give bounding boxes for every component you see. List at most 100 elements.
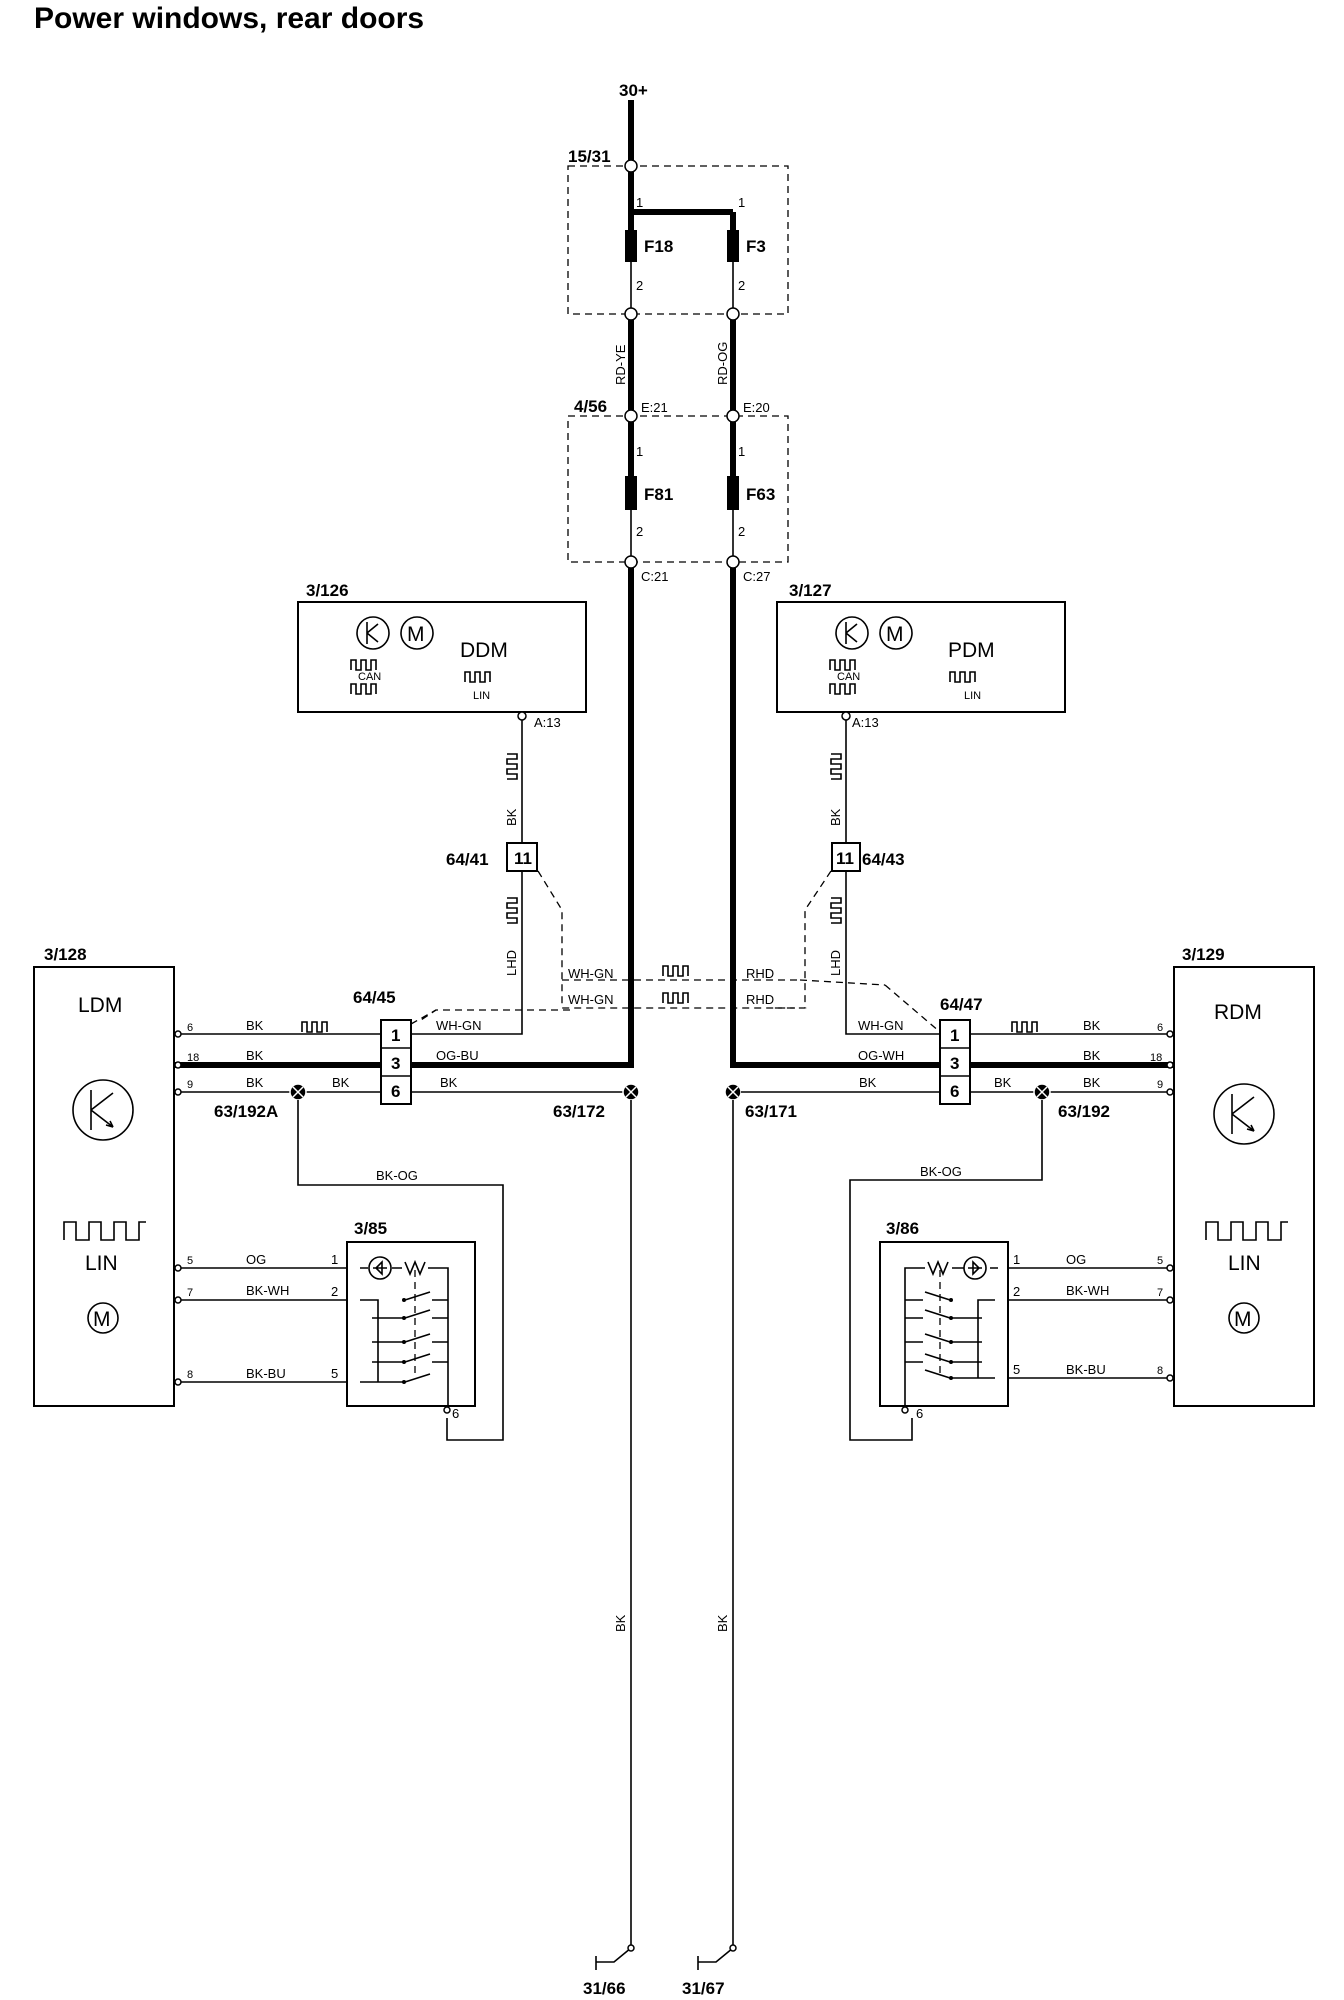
svg-text:OG-BU: OG-BU xyxy=(436,1048,479,1063)
svg-text:3: 3 xyxy=(950,1054,959,1073)
svg-text:BK: BK xyxy=(246,1018,264,1033)
svg-text:BK: BK xyxy=(613,1614,628,1632)
supply-label: 30+ xyxy=(619,81,648,100)
svg-text:63/192A: 63/192A xyxy=(214,1102,278,1121)
svg-text:1: 1 xyxy=(950,1026,959,1045)
svg-text:63/171: 63/171 xyxy=(745,1102,797,1121)
svg-text:1: 1 xyxy=(331,1252,338,1267)
ddm-name: DDM xyxy=(460,639,508,662)
fuse-box-4-56-label: 4/56 xyxy=(574,397,607,416)
svg-text:5: 5 xyxy=(331,1366,338,1381)
svg-text:2: 2 xyxy=(331,1284,338,1299)
svg-text:18: 18 xyxy=(1150,1052,1162,1064)
svg-text:CAN: CAN xyxy=(837,671,860,683)
motor-icon: M xyxy=(886,623,904,646)
svg-text:6: 6 xyxy=(187,1022,193,1034)
ground-63-192: 63/192 BK-OG xyxy=(849,1083,1110,1441)
svg-text:BK-OG: BK-OG xyxy=(920,1164,962,1179)
svg-text:64/43: 64/43 xyxy=(862,850,905,869)
transistor-icon xyxy=(1231,1094,1255,1134)
fuse-f18-label: F18 xyxy=(644,237,673,256)
rdm-id: 3/129 xyxy=(1182,945,1225,964)
svg-text:RD-OG: RD-OG xyxy=(715,342,730,385)
connector-64-47: 64/47 1 3 6 WH-GN OG-WH xyxy=(845,995,983,1105)
ground-63-171: 63/171 BK BK 31/67 xyxy=(682,1075,943,1998)
svg-text:BK: BK xyxy=(859,1075,877,1090)
switch-3-85-id: 3/85 xyxy=(354,1219,387,1238)
svg-text:8: 8 xyxy=(1157,1365,1163,1377)
svg-text:2: 2 xyxy=(636,278,643,293)
svg-text:OG: OG xyxy=(246,1252,266,1267)
svg-text:6: 6 xyxy=(452,1406,459,1421)
svg-text:BK-WH: BK-WH xyxy=(1066,1283,1109,1298)
svg-text:BK: BK xyxy=(246,1048,264,1063)
svg-text:BK: BK xyxy=(1083,1018,1101,1033)
svg-text:LIN: LIN xyxy=(85,1252,118,1275)
svg-text:6: 6 xyxy=(950,1082,959,1101)
feed-wire-right xyxy=(730,568,948,1068)
svg-text:BK-BU: BK-BU xyxy=(1066,1362,1106,1377)
connector-64-43: 11 64/43 LHD xyxy=(417,842,941,1033)
rdm-module: 3/129 RDM LIN M 6 18 9 5 7 8 BK BK BK BK xyxy=(970,945,1315,1407)
svg-text:11: 11 xyxy=(836,849,854,868)
svg-text:31/66: 31/66 xyxy=(583,1979,626,1998)
fuse-box-4-56 xyxy=(567,415,789,563)
svg-text:31/67: 31/67 xyxy=(682,1979,725,1998)
svg-text:7: 7 xyxy=(187,1287,193,1299)
svg-text:2: 2 xyxy=(738,524,745,539)
svg-text:BK: BK xyxy=(828,808,843,826)
svg-text:8: 8 xyxy=(187,1369,193,1381)
svg-text:BK-WH: BK-WH xyxy=(246,1283,289,1298)
svg-text:2: 2 xyxy=(738,278,745,293)
svg-text:1: 1 xyxy=(1013,1252,1020,1267)
svg-text:RHD: RHD xyxy=(746,992,774,1007)
ddm-id: 3/126 xyxy=(306,581,349,600)
svg-text:E:21: E:21 xyxy=(641,400,668,415)
svg-text:LIN: LIN xyxy=(964,690,981,702)
svg-text:WH-GN: WH-GN xyxy=(858,1018,904,1033)
motor-icon: M xyxy=(407,623,425,646)
switch-3-86-id: 3/86 xyxy=(886,1219,919,1238)
motor-icon: M xyxy=(1234,1308,1252,1331)
svg-text:RD-YE: RD-YE xyxy=(613,344,628,385)
svg-text:64/47: 64/47 xyxy=(940,995,983,1014)
svg-text:BK-OG: BK-OG xyxy=(376,1168,418,1183)
feed-wire-left xyxy=(387,568,634,1068)
svg-text:5: 5 xyxy=(1157,1255,1163,1267)
svg-text:C:21: C:21 xyxy=(641,569,668,584)
ldm-name: LDM xyxy=(78,994,122,1017)
fuse-f63 xyxy=(727,476,739,510)
rdm-name: RDM xyxy=(1214,1001,1262,1024)
svg-text:LIN: LIN xyxy=(1228,1252,1261,1275)
svg-text:OG-WH: OG-WH xyxy=(858,1048,904,1063)
svg-text:64/45: 64/45 xyxy=(353,988,396,1007)
fuse-f81 xyxy=(625,476,637,510)
lamp-icon xyxy=(404,1259,426,1277)
svg-text:7: 7 xyxy=(1157,1287,1163,1299)
svg-text:WH-GN: WH-GN xyxy=(568,966,614,981)
svg-text:A:13: A:13 xyxy=(852,715,879,730)
fuse-f3-label: F3 xyxy=(746,237,766,256)
pdm-id: 3/127 xyxy=(789,581,832,600)
ground-63-192a: 63/192A BK-OG xyxy=(214,1083,504,1441)
led-icon xyxy=(368,1256,392,1280)
svg-text:CAN: CAN xyxy=(358,671,381,683)
fuse-f81-label: F81 xyxy=(644,485,673,504)
connector-64-45: 64/45 1 3 6 WH-GN OG-BU BK xyxy=(353,988,631,1105)
svg-text:BK-BU: BK-BU xyxy=(246,1366,286,1381)
svg-text:2: 2 xyxy=(1013,1284,1020,1299)
terminal-15-31 xyxy=(624,159,638,173)
svg-text:BK: BK xyxy=(1083,1075,1101,1090)
svg-text:WH-GN: WH-GN xyxy=(568,992,614,1007)
window-switch-3-86: 3/86 OG 1 BK-WH 2 BK-BU 5 6 xyxy=(879,1219,1167,1421)
svg-text:5: 5 xyxy=(1013,1362,1020,1377)
svg-text:1: 1 xyxy=(738,195,745,210)
svg-text:BK: BK xyxy=(440,1075,458,1090)
svg-text:LIN: LIN xyxy=(473,690,490,702)
fuse-box-15-31-label: 15/31 xyxy=(568,147,611,166)
ldm-id: 3/128 xyxy=(44,945,87,964)
rhd-bus: WH-GN WH-GN RHD RHD xyxy=(568,965,886,1007)
svg-text:BK: BK xyxy=(332,1075,350,1090)
svg-text:BK: BK xyxy=(994,1075,1012,1090)
supply-section: 30+ 15/31 F18 F3 1 1 2 2 RD-YE RD-OG 4/5… xyxy=(174,81,1174,1068)
